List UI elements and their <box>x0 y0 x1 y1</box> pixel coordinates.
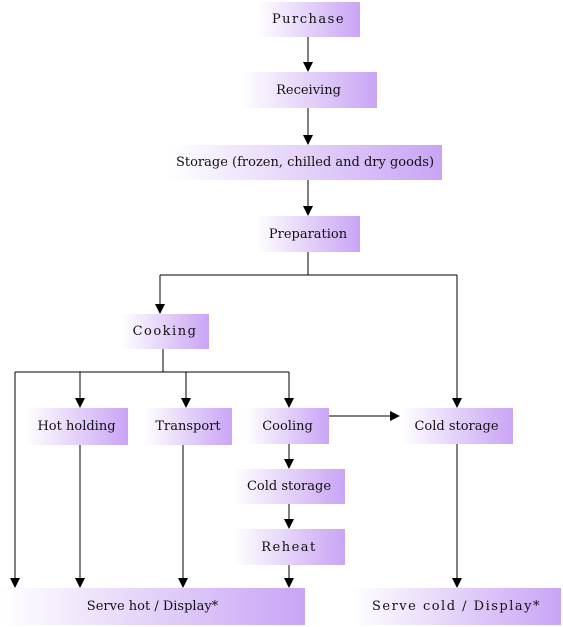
node-cold-storage-right: Cold storage <box>400 408 513 444</box>
node-storage: Storage (frozen, chilled and dry goods) <box>168 145 442 180</box>
node-serve-cold: Serve cold / Display* <box>352 588 561 625</box>
node-cooking: Cooking <box>121 314 209 349</box>
node-receiving: Receiving <box>240 72 377 108</box>
node-cold-storage-mid: Cold storage <box>233 469 345 504</box>
node-cooling: Cooling <box>246 408 329 444</box>
node-hot-holding: Hot holding <box>25 408 128 445</box>
node-serve-hot: Serve hot / Display* <box>0 588 305 625</box>
node-preparation: Preparation <box>256 216 360 252</box>
node-purchase: Purchase <box>257 2 360 37</box>
node-reheat: Reheat <box>233 529 345 565</box>
node-transport: Transport <box>144 408 232 445</box>
